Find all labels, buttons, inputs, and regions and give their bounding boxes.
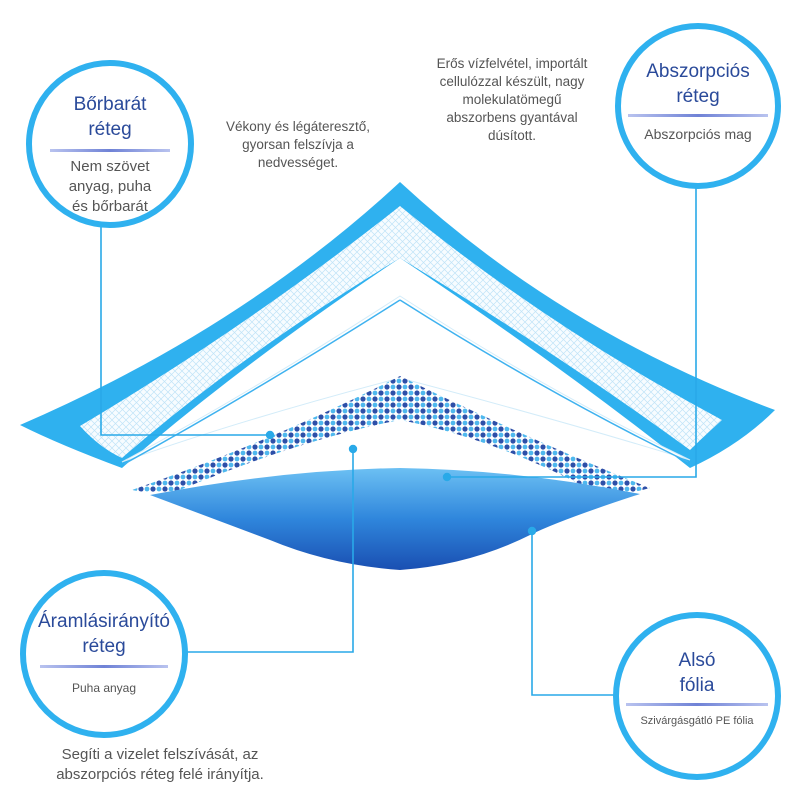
absorbent-leader-dot bbox=[442, 472, 452, 482]
skin-layer-divider bbox=[50, 149, 170, 152]
leader-dots bbox=[265, 430, 537, 536]
skin-layer-title: Bőrbarát réteg bbox=[73, 94, 147, 140]
bottom-film-subtitle: Szivárgásgátló PE fólia bbox=[640, 715, 754, 727]
absorbent-layer-divider bbox=[628, 114, 768, 117]
flow-layer-note: Segíti a vizelet felszívását, az abszorp… bbox=[56, 746, 264, 783]
flow-leader-dot bbox=[348, 444, 358, 454]
flow-layer-subtitle: Puha anyag bbox=[71, 681, 137, 695]
bottom-film-shape bbox=[150, 468, 640, 570]
film-leader-line bbox=[531, 531, 620, 696]
bottom-film-callout: Alsó fólia Szivárgásgátló PE fólia bbox=[613, 612, 781, 780]
skin-leader-dot bbox=[265, 430, 275, 440]
absorbent-layer-subtitle: Abszorpciós mag bbox=[644, 126, 752, 142]
bottom-film-divider bbox=[626, 703, 768, 706]
flow-layer-shape bbox=[132, 376, 650, 496]
skin-leader-line bbox=[100, 222, 270, 436]
skin-layer-callout: Bőrbarát réteg Nem szövet anyag, puha és… bbox=[26, 60, 194, 228]
skin-layer-subtitle: Nem szövet anyag, puha és bőrbarát bbox=[68, 158, 152, 215]
inner-line-shape bbox=[123, 299, 689, 465]
absorbent-layer-callout: Abszorpciós réteg Abszorpciós mag bbox=[615, 23, 781, 189]
absorbent-layer-note: Erős vízfelvétel, importált cellulózzal … bbox=[436, 56, 588, 143]
absorbent-leader-line bbox=[447, 183, 697, 478]
leader-lines bbox=[100, 183, 697, 696]
film-leader-dot bbox=[527, 526, 537, 536]
absorbent-layer-title: Abszorpciós réteg bbox=[646, 61, 750, 107]
bottom-film-title: Alsó fólia bbox=[678, 650, 716, 696]
flow-layer-divider bbox=[40, 665, 168, 668]
flow-layer-title: Áramlásirányító réteg bbox=[38, 611, 170, 657]
mesh-fabric-shape bbox=[80, 206, 722, 458]
skin-layer-note: Vékony és légáteresztő, gyorsan felszívj… bbox=[225, 119, 371, 170]
flow-leader-line bbox=[185, 449, 354, 653]
flow-layer-callout: Áramlásirányító réteg Puha anyag bbox=[20, 570, 188, 738]
